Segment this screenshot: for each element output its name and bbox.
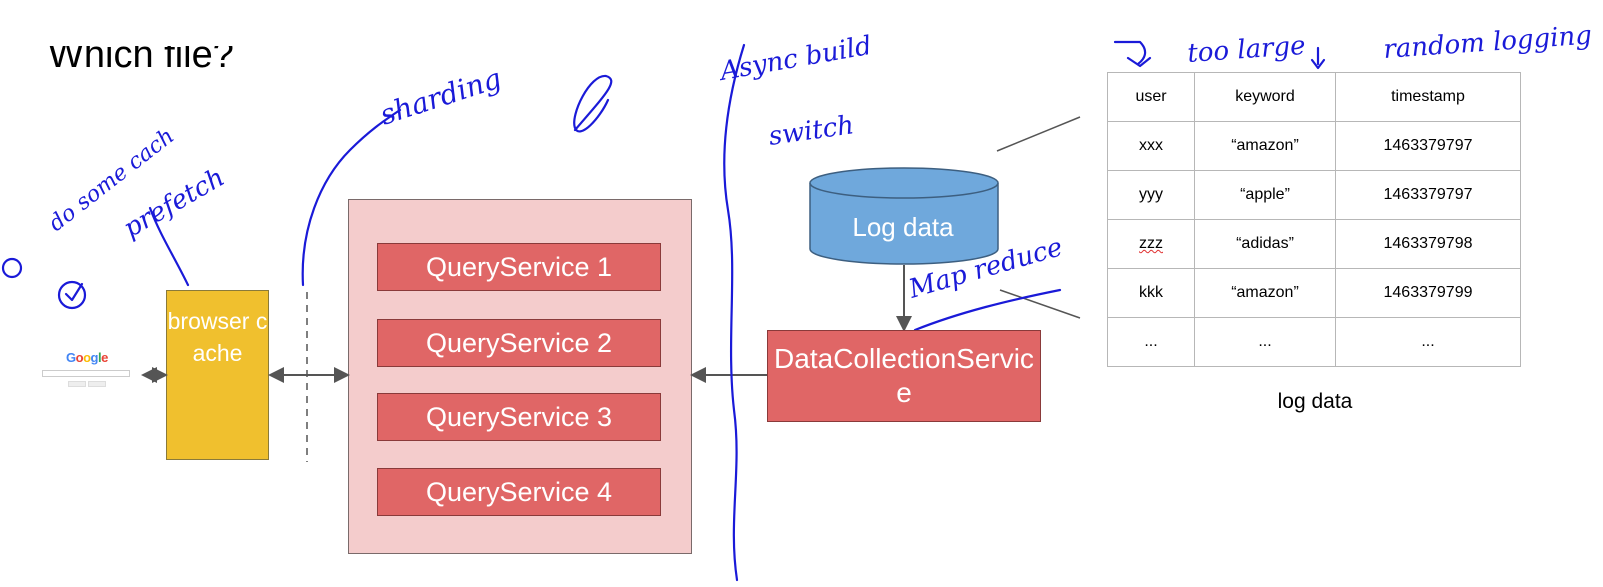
table-header-cell: user — [1107, 72, 1195, 122]
table-cell: “apple” — [1194, 170, 1336, 220]
table-cell: zzz — [1139, 235, 1163, 252]
log-data-table: user keyword timestamp xxx “amazon” 1463… — [1107, 72, 1521, 367]
table-cell: “adidas” — [1194, 219, 1336, 269]
log-data-database-icon — [809, 167, 999, 265]
ink-too-large-pointer — [1310, 46, 1326, 70]
table-row: kkk “amazon” 1463379799 — [1107, 268, 1521, 318]
ink-too-large-arrow — [1113, 40, 1152, 68]
slide-title: Which file? — [48, 34, 234, 76]
table-cell: kkk — [1107, 268, 1195, 318]
table-row: xxx “amazon” 1463379797 — [1107, 121, 1521, 171]
google-search-bar — [42, 370, 130, 377]
google-search-button — [68, 381, 86, 387]
google-search-thumbnail: Google — [42, 350, 132, 390]
ink-bullet-1 — [1, 257, 23, 279]
ink-too-large-text: too large — [1186, 31, 1306, 69]
ink-sharding-curve — [301, 108, 402, 287]
table-cell: ... — [1335, 317, 1521, 367]
callout-line-bottom — [999, 289, 1081, 319]
table-cell: 1463379797 — [1335, 170, 1521, 220]
ink-prefetch-curve — [148, 206, 190, 287]
query-service-1: QueryService 1 — [377, 243, 661, 291]
table-cell: ... — [1194, 317, 1336, 367]
table-row: yyy “apple” 1463379797 — [1107, 170, 1521, 220]
ink-map-reduce-underline — [913, 288, 1062, 332]
ink-vertical-divider — [723, 43, 746, 582]
table-cell: 1463379799 — [1335, 268, 1521, 318]
table-cell: ... — [1107, 317, 1195, 367]
query-service-4: QueryService 4 — [377, 468, 661, 516]
ink-sharding-loop — [573, 74, 613, 133]
callout-line-top — [996, 116, 1081, 152]
log-data-label: Log data — [852, 212, 954, 242]
google-logo: Google — [66, 350, 108, 365]
table-cell: 1463379797 — [1335, 121, 1521, 171]
log-table-caption: log data — [1277, 390, 1353, 413]
ink-sharding-text: sharding — [376, 62, 505, 132]
data-collection-service-box: DataCollectionService — [767, 330, 1041, 422]
table-header-cell: keyword — [1194, 72, 1336, 122]
ink-async-build-text: Async build — [716, 31, 874, 87]
ink-switch-text: switch — [767, 110, 856, 152]
table-cell: “amazon” — [1194, 268, 1336, 318]
table-header-row: user keyword timestamp — [1107, 72, 1521, 122]
table-cell: xxx — [1107, 121, 1195, 171]
ink-random-logging-text: random logging — [1382, 20, 1592, 64]
query-service-3: QueryService 3 — [377, 393, 661, 441]
google-lucky-button — [88, 381, 106, 387]
table-cell: “amazon” — [1194, 121, 1336, 171]
query-service-2: QueryService 2 — [377, 319, 661, 367]
table-header-cell: timestamp — [1335, 72, 1521, 122]
table-cell: 1463379798 — [1335, 219, 1521, 269]
table-row: zzz “adidas” 1463379798 — [1107, 219, 1521, 269]
table-cell: yyy — [1107, 170, 1195, 220]
table-row: ... ... ... — [1107, 317, 1521, 367]
ink-bullet-2 — [57, 280, 87, 310]
